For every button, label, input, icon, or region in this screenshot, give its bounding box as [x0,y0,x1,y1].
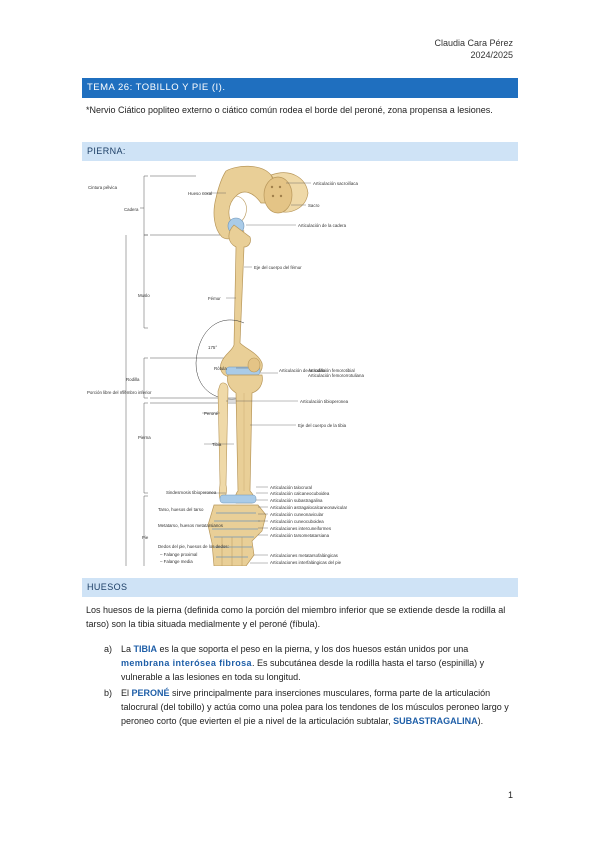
label-art-calcaneocuboidea: Articulación calcaneocuboidea [270,491,330,496]
label-art-cuneonavicular: Articulación cuneonavicular [270,512,324,517]
left-leader-lines [202,192,248,494]
label-dedos: Dedos del pie, huesos de los dedos: [158,544,229,549]
list-marker: a) [104,644,113,654]
label-art-astragalocalcaneonavicular: Articulación astragalocalcaneonavicular [270,505,348,510]
label-art-femororrotuliana: Articulación femororrotuliana [308,373,364,378]
label-pierna: Pierna [138,435,151,440]
label-eje-tibia: Eje del cuerpo de la tibia [298,423,347,428]
section-huesos: HUESOS [82,578,518,597]
label-porcion-libre: Porción libre del miembro inferior [87,390,152,395]
label-hueso-coxal: Hueso coxal [188,191,212,196]
label-tarso: Tarso, huesos del tarso [158,507,204,512]
label-muslo: Muslo [138,293,150,298]
label-cintura-pelvica: Cintura pélvica [88,185,118,190]
label-art-cuneocuboidea: Articulación cuneocuboidea [270,519,324,524]
keyword-perone: PERONÉ [131,688,170,698]
bones-intro: Los huesos de la pierna (definida como l… [86,605,506,629]
label-falange-media: – Falange media [160,559,193,564]
bones-list: a) La TIBIA es la que soporta el peso en… [104,642,516,730]
label-sacro: Sacro [308,203,320,208]
label-art-sacroiliaca: Articulación sacroilíaca [313,181,358,186]
tibia-fibula [217,374,263,504]
sciatic-nerve-note: *Nervio Ciático popliteo externo o ciáti… [86,105,493,115]
label-rodilla: Rodilla [126,377,140,382]
label-tibia: Tibia [212,442,222,447]
list-item: a) La TIBIA es la que soporta el peso en… [104,642,516,684]
academic-year: 2024/2025 [470,50,513,60]
femur [220,217,263,378]
label-falange-proximal: – Falange proximal [160,552,197,557]
topic-title-bar: TEMA 26: TOBILLO Y PIE (I). [82,78,518,98]
label-art-tarsometatarsiana: Articulación tarsometatarsiana [270,533,330,538]
label-angulo: 175° [208,345,217,350]
list-item-text: La TIBIA es la que soporta el peso en la… [121,644,485,682]
keyword-subastragalina: SUBASTRAGALINA [393,716,478,726]
label-sindesmosis: Sindesmosis tibioperonea [166,490,217,495]
list-item: b) El PERONÉ sirve principalmente para i… [104,686,516,728]
section-pierna: PIERNA: [82,142,518,161]
label-rotula: Rótula [214,366,227,371]
list-marker: b) [104,688,113,698]
document-header: Claudia Cara Pérez 2024/2025 [434,37,513,61]
label-eje-femur: Eje del cuerpo del fémur [254,265,302,270]
keyword-membrana: membrana interósea fibrosa [121,658,252,668]
label-art-rodilla: Articulación de la rodilla [279,368,326,373]
label-cadera: Cadera [124,207,139,212]
label-art-femorotibial: Articulación femorotibial [308,368,355,373]
label-femur: Fémur [208,296,221,301]
label-art-interfalangicas: Articulaciones interfalángicas del pie [270,560,342,565]
right-leader-lines [226,182,311,564]
label-art-intercuneiformes: Articulaciones intercuneiformes [270,526,332,531]
label-art-talocrural: Articulación talocrural [270,485,312,490]
label-art-tibioperonea: Articulación tibioperonea [300,399,349,404]
lower-limb-skeleton-figure: Cintura pélvica Cadera Muslo Rodilla Por… [87,165,364,566]
label-metatarso: Metatarso, huesos metatarsianos [158,523,224,528]
keyword-tibia: TIBIA [133,644,158,654]
patella [247,357,261,373]
angle-arc [195,319,245,364]
label-perone: Peroné [204,411,219,416]
label-art-metatarsofalangicas: Articulaciones metatarsofalángicas [270,553,339,558]
author-name: Claudia Cara Pérez [434,38,513,48]
foot [207,494,267,566]
page-number: 1 [507,790,513,800]
label-pie: Pie [142,535,149,540]
label-art-subastragalina: Articulación subastragalina [270,498,323,503]
list-item-text: El PERONÉ sirve principalmente para inse… [121,688,509,726]
label-art-cadera: Articulación de la cadera [298,223,347,228]
